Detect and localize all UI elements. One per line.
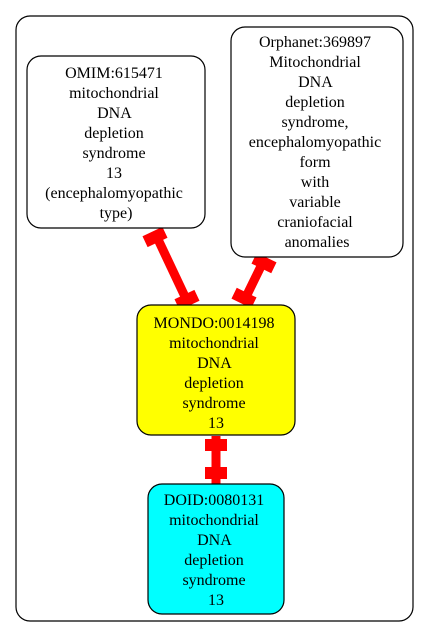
label-line: depletion	[184, 552, 244, 569]
label-line: encephalomyopathic	[249, 134, 381, 151]
node-label: Orphanet:369897 Mitochondrial DNA deplet…	[249, 34, 385, 251]
label-line: Orphanet:369897	[259, 34, 371, 51]
label-line: MONDO:0014198	[154, 315, 275, 332]
node-box	[230, 26, 404, 258]
label-line: 13	[106, 165, 122, 182]
edge-mondo-doid	[205, 436, 227, 484]
label-line: depletion	[184, 375, 244, 392]
label-line: syndrome	[182, 395, 245, 412]
label-line: depletion	[84, 125, 144, 142]
edge-end-marker-bottom	[231, 287, 257, 309]
node-label: MONDO:0014198 mitochondrial DNA depletio…	[154, 315, 279, 432]
node-orphanet: Orphanet:369897 Mitochondrial DNA deplet…	[230, 26, 404, 258]
label-line: DOID:0080131	[164, 492, 264, 509]
node-box	[136, 304, 296, 436]
label-line: DNA	[197, 355, 232, 372]
node-label: OMIM:615471 mitochondrial DNA depletion …	[45, 65, 187, 222]
label-line: 13	[208, 592, 224, 609]
edge-omim-mondo	[142, 226, 200, 311]
label-line: depletion	[285, 94, 345, 111]
label-line: syndrome,	[281, 114, 348, 131]
edge-line	[150, 231, 193, 305]
label-line: anomalies	[285, 234, 350, 251]
label-line: type)	[100, 205, 133, 222]
node-omim: OMIM:615471 mitochondrial DNA depletion …	[26, 55, 206, 229]
node-doid: DOID:0080131 mitochondrial DNA depletion…	[147, 483, 285, 615]
label-line: 13	[208, 415, 224, 432]
node-box	[147, 483, 285, 615]
edge-orphanet-mondo	[231, 252, 277, 309]
label-line: with	[301, 174, 329, 191]
edge-end-marker-top	[205, 439, 227, 451]
label-line: DNA	[197, 532, 232, 549]
node-mondo: MONDO:0014198 mitochondrial DNA depletio…	[136, 304, 296, 436]
label-line: DNA	[298, 74, 333, 91]
label-line: form	[299, 154, 331, 171]
label-line: OMIM:615471	[65, 65, 163, 82]
label-line: variable	[289, 194, 341, 211]
label-line: mitochondrial	[169, 512, 259, 529]
edge-end-marker-top	[251, 252, 277, 274]
label-line: mitochondrial	[169, 335, 259, 352]
edge-end-marker-top	[142, 226, 168, 248]
label-line: craniofacial	[277, 214, 353, 231]
graph-frame	[15, 15, 414, 622]
label-line: DNA	[97, 105, 132, 122]
node-label: DOID:0080131 mitochondrial DNA depletion…	[164, 492, 268, 609]
label-line: Mitochondrial	[269, 54, 361, 71]
edge-end-marker-bottom	[205, 467, 227, 479]
label-line: mitochondrial	[69, 85, 159, 102]
node-box	[26, 55, 206, 229]
label-line: (encephalomyopathic	[45, 185, 183, 202]
label-line: syndrome	[82, 145, 145, 162]
label-line: syndrome	[182, 572, 245, 589]
